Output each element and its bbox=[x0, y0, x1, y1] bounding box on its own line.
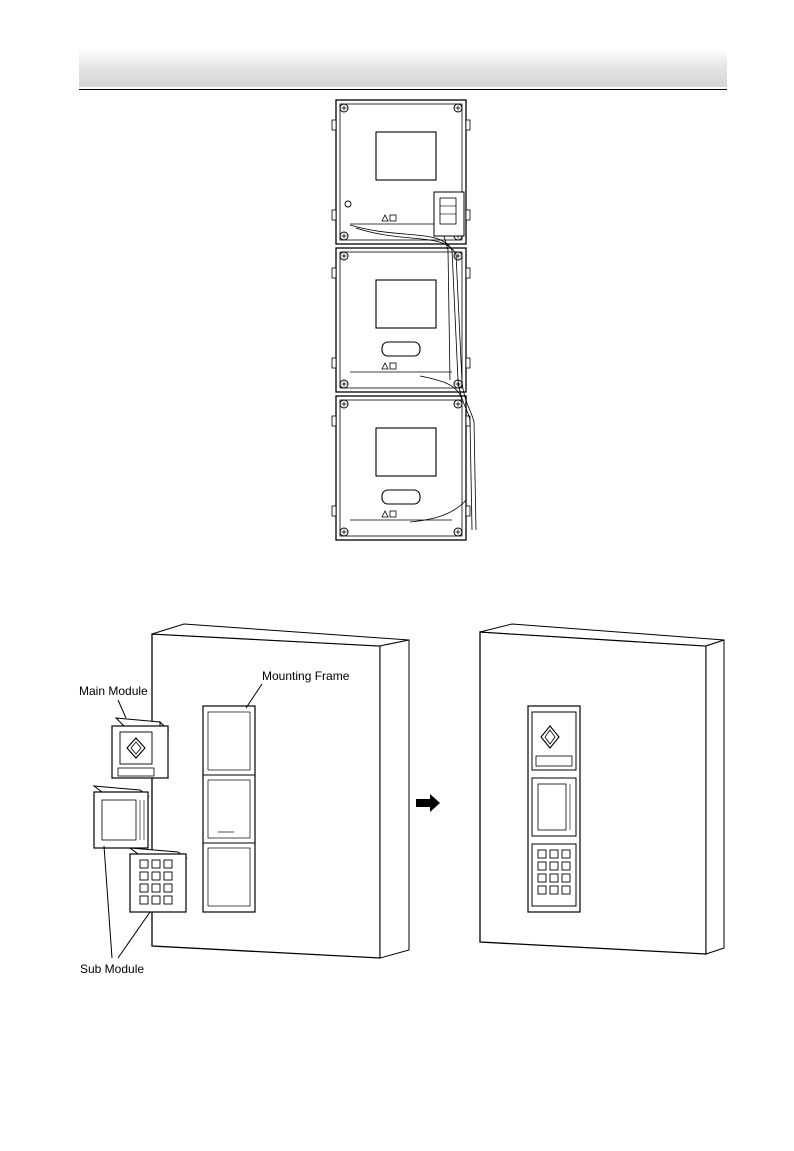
main-module-label: Main Module bbox=[79, 684, 148, 698]
sub-module-label: Sub Module bbox=[80, 962, 144, 976]
installed-modules-drawing bbox=[528, 706, 580, 912]
stacked-modules-figure bbox=[332, 100, 476, 540]
mounting-frame-label: Mounting Frame bbox=[262, 669, 350, 683]
right-arrow-icon bbox=[416, 794, 440, 812]
bottom-module-box bbox=[332, 396, 470, 540]
main-module-drawing bbox=[112, 718, 168, 778]
top-module-box bbox=[332, 100, 470, 244]
mounting-frame-drawing bbox=[203, 706, 255, 912]
installation-after-figure bbox=[480, 624, 724, 954]
sub-module-top-drawing bbox=[94, 786, 148, 848]
keypad-module-drawing bbox=[130, 848, 186, 912]
wall-right bbox=[480, 624, 724, 954]
installation-before-figure: Main Module Mounting Frame Sub Module bbox=[79, 624, 409, 976]
